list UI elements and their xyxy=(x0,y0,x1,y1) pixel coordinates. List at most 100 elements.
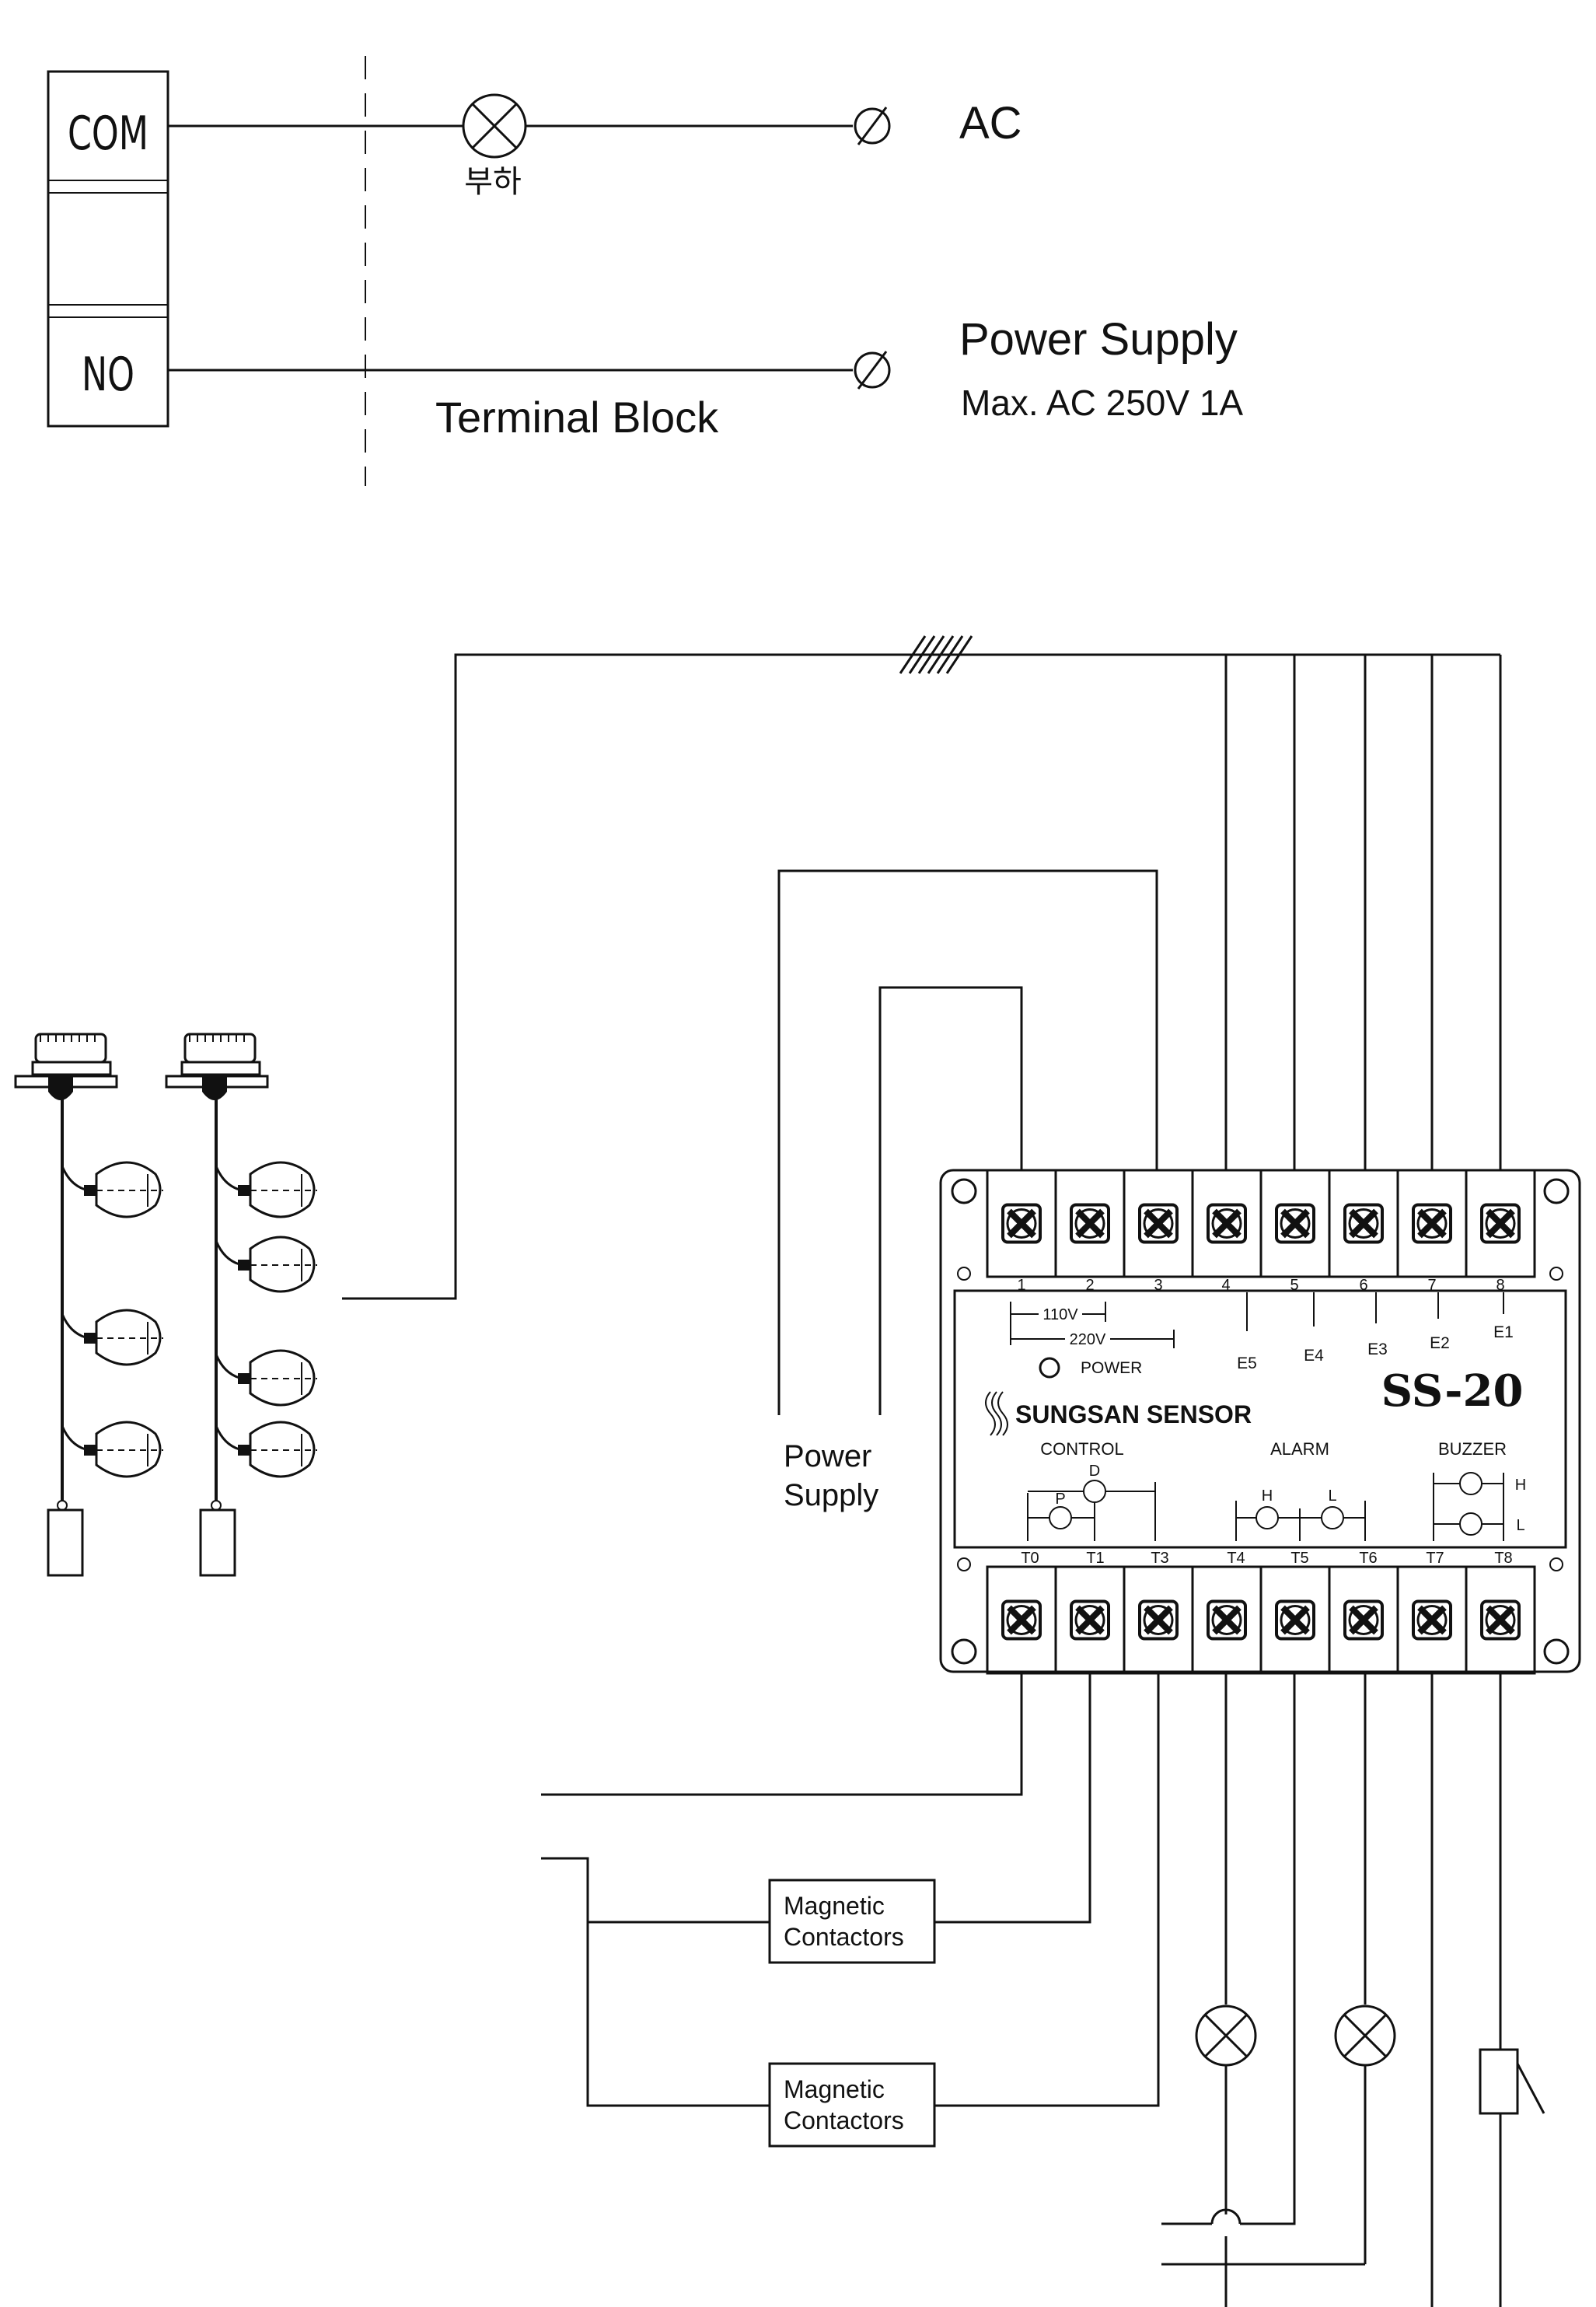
control-d-label: D xyxy=(1089,1463,1100,1480)
wire-common-return xyxy=(541,1857,770,2107)
buzzer-l-contact-icon xyxy=(1459,1512,1482,1536)
magnetic-contactor-1: Magnetic Contactors xyxy=(768,1879,936,1964)
screw-terminal-icon[interactable] xyxy=(1275,1203,1315,1244)
mount-hole-icon xyxy=(1543,1178,1570,1204)
brand-logo-icon xyxy=(985,1391,1008,1436)
electrode-label-e5: E5 xyxy=(1237,1354,1257,1372)
screw-terminal-icon[interactable] xyxy=(1207,1599,1247,1641)
cable-bundle-marks xyxy=(899,635,973,674)
float-switch-icon xyxy=(215,1236,317,1293)
electrode-label-e2: E2 xyxy=(1430,1334,1450,1352)
terminal-number-5: 5 xyxy=(1290,1277,1298,1294)
float-switch-icon xyxy=(61,1161,163,1218)
terminal-label-t1: T1 xyxy=(1086,1550,1104,1567)
mount-hole-icon xyxy=(951,1638,977,1665)
screw-terminal-icon[interactable] xyxy=(1343,1599,1384,1641)
control-contacts: D P xyxy=(1027,1463,1156,1541)
terminal-label-t8: T8 xyxy=(1494,1550,1512,1567)
probe-holder-left xyxy=(14,1033,163,1577)
control-p-contact-icon xyxy=(1049,1506,1072,1529)
wire-t5 xyxy=(1240,1673,1296,2225)
alarm-h-label: H xyxy=(1262,1487,1273,1505)
contactor-2-line1: Magnetic xyxy=(784,2075,885,2103)
terminal-label-t0: T0 xyxy=(1021,1550,1039,1567)
probe-holder-right xyxy=(165,1033,317,1577)
com-label: COM xyxy=(68,107,148,161)
buzzer-label: BUZZER xyxy=(1438,1439,1507,1459)
control-label: CONTROL xyxy=(1040,1439,1124,1459)
terminal-label-t7: T7 xyxy=(1426,1550,1444,1567)
top-screw-terminals xyxy=(986,1169,1536,1278)
contactor-1-line2: Contactors xyxy=(784,1923,904,1951)
power-spec-label: Max. AC 250V 1A xyxy=(961,383,1243,423)
screw-terminal-icon[interactable] xyxy=(1480,1599,1521,1641)
power-wire-inner xyxy=(878,986,1023,1415)
load-lamp-icon xyxy=(462,93,527,159)
electrode-label-e4: E4 xyxy=(1304,1347,1324,1365)
controller-panel xyxy=(953,1289,1567,1549)
brand-name: SUNGSAN SENSOR xyxy=(1015,1400,1252,1428)
power-supply-label-line1: Power xyxy=(784,1439,871,1473)
power-supply-label: Power Supply xyxy=(959,314,1238,365)
terminal-number-4: 4 xyxy=(1221,1277,1230,1294)
screw-terminal-icon[interactable] xyxy=(1001,1599,1042,1641)
wire-t1 xyxy=(934,1673,1091,1924)
power-led-label: POWER xyxy=(1081,1359,1142,1377)
load-label: 부하 xyxy=(464,164,522,200)
screw-terminal-icon[interactable] xyxy=(1070,1599,1110,1641)
alarm-h-contact-icon xyxy=(1255,1506,1279,1529)
screw-terminal-icon[interactable] xyxy=(1001,1203,1042,1244)
terminal-number-6: 6 xyxy=(1359,1277,1367,1294)
electrode-label-e1: E1 xyxy=(1493,1323,1514,1341)
screw-terminal-icon[interactable] xyxy=(1480,1203,1521,1244)
bottom-screw-terminals xyxy=(986,1565,1536,1675)
buzzer-h-contact-icon xyxy=(1459,1472,1482,1495)
mount-hole-icon xyxy=(1543,1638,1570,1665)
terminal-number-3: 3 xyxy=(1154,1277,1162,1294)
v220-label: 220V xyxy=(1070,1331,1106,1348)
screw-terminal-icon[interactable] xyxy=(1412,1599,1452,1641)
alarm-label: ALARM xyxy=(1270,1439,1329,1459)
ac-terminal-icon xyxy=(854,107,891,145)
alarm-low-lamp-icon xyxy=(1334,2005,1396,2067)
screw-terminal-icon[interactable] xyxy=(1070,1203,1110,1244)
power-wire-outer xyxy=(777,869,1158,1415)
float-switch-icon xyxy=(61,1421,163,1478)
no-label: NO xyxy=(82,348,134,402)
screw-terminal-icon[interactable] xyxy=(1412,1203,1452,1244)
electrode-cable xyxy=(342,653,1500,1300)
power-led-icon xyxy=(1039,1357,1060,1379)
screw-terminal-icon[interactable] xyxy=(1138,1599,1179,1641)
terminal-number-2: 2 xyxy=(1085,1277,1094,1294)
voltage-selector: 110V 220V xyxy=(1010,1302,1175,1348)
terminal-number-7: 7 xyxy=(1427,1277,1436,1294)
screw-terminal-icon[interactable] xyxy=(1343,1203,1384,1244)
buzzer-l-label: L xyxy=(1516,1517,1524,1534)
screw-terminal-icon[interactable] xyxy=(1138,1203,1179,1244)
weight-icon xyxy=(47,1508,84,1577)
v110-label: 110V xyxy=(1042,1306,1078,1323)
screw-terminal-icon[interactable] xyxy=(1207,1203,1247,1244)
control-d-contact-icon xyxy=(1083,1480,1106,1503)
ss20-controller: 1 2 3 4 5 6 7 8 110V 220V POWER E5 E4 E3 xyxy=(939,1169,1581,1675)
power-terminal-icon xyxy=(854,351,891,390)
float-switch-icon xyxy=(215,1349,317,1407)
terminal-number-8: 8 xyxy=(1496,1277,1504,1294)
screw-terminal-icon[interactable] xyxy=(1275,1599,1315,1641)
contactor-2-line2: Contactors xyxy=(784,2106,904,2134)
alarm-contacts: H L xyxy=(1235,1487,1366,1541)
control-p-label: P xyxy=(1055,1491,1065,1508)
mount-hole-icon xyxy=(951,1178,977,1204)
float-switch-icon xyxy=(215,1421,317,1478)
ac-label: AC xyxy=(959,98,1022,149)
relay-body xyxy=(47,70,169,428)
terminal-number-1: 1 xyxy=(1017,1277,1025,1294)
terminal-block-label: Terminal Block xyxy=(435,393,719,442)
alarm-high-lamp-icon xyxy=(1195,2005,1257,2067)
relay-block: COM NO xyxy=(47,70,169,428)
model-name: SS-20 xyxy=(1381,1365,1524,1417)
electrode-label-e3: E3 xyxy=(1367,1341,1388,1358)
terminal-label-t6: T6 xyxy=(1359,1550,1377,1567)
wire-crossover-icon xyxy=(1210,2208,1242,2225)
